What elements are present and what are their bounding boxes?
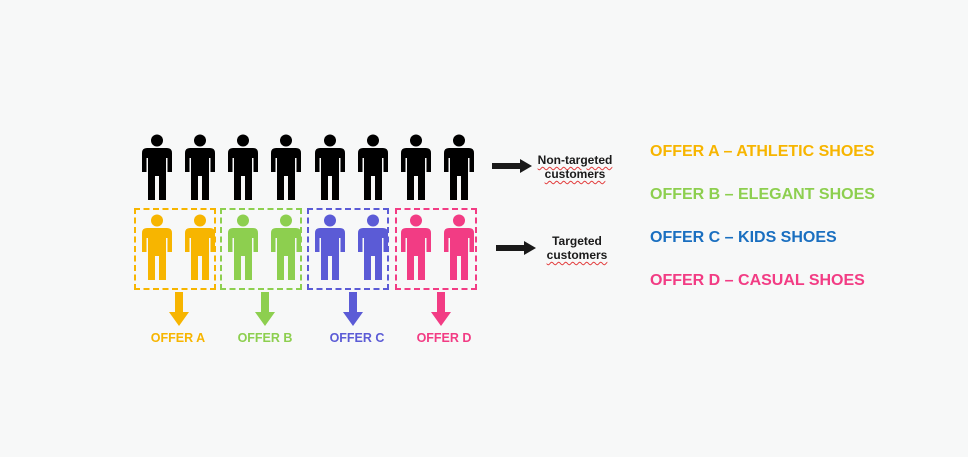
person-icon [399, 214, 433, 282]
person-icon [226, 134, 260, 202]
person-icon [356, 134, 390, 202]
offer-label-b: OFFER B [237, 331, 293, 345]
down-arrow-offer-b-icon [255, 292, 275, 326]
down-arrow-offer-a-icon [169, 292, 189, 326]
offer-label-c: OFFER C [329, 331, 385, 345]
person-icon [269, 214, 303, 282]
person-icon [140, 214, 174, 282]
person-icon [442, 134, 476, 202]
person-icon [226, 214, 260, 282]
legend-offer-a: OFFER A – ATHLETIC SHOES [650, 143, 875, 160]
targeted-label: Targeted customers [527, 234, 627, 262]
targeted-line2: customers [546, 248, 608, 262]
person-icon [313, 214, 347, 282]
legend-offer-c: OFFER C – KIDS SHOES [650, 229, 837, 246]
group-box-offer-a [134, 208, 216, 290]
group-box-offer-d [395, 208, 477, 290]
offer-label-a: OFFER A [150, 331, 206, 345]
non-targeted-line1: Non-targeted [537, 153, 613, 167]
person-icon [399, 134, 433, 202]
non-targeted-line2: customers [544, 167, 606, 181]
person-icon [442, 214, 476, 282]
person-icon [269, 134, 303, 202]
arrow-right-non-targeted-icon [492, 159, 532, 173]
legend-offer-b: OFFER B – ELEGANT SHOES [650, 186, 875, 203]
person-icon [183, 134, 217, 202]
group-box-offer-b [220, 208, 302, 290]
person-icon [183, 214, 217, 282]
person-icon [313, 134, 347, 202]
person-icon [140, 134, 174, 202]
down-arrow-offer-d-icon [431, 292, 451, 326]
offer-label-d: OFFER D [416, 331, 472, 345]
arrow-right-targeted-icon [496, 241, 536, 255]
group-box-offer-c [307, 208, 389, 290]
down-arrow-offer-c-icon [343, 292, 363, 326]
legend-offer-d: OFFER D – CASUAL SHOES [650, 272, 865, 289]
non-targeted-label: Non-targeted customers [525, 153, 625, 181]
person-icon [356, 214, 390, 282]
targeted-line1: Targeted [552, 234, 602, 248]
